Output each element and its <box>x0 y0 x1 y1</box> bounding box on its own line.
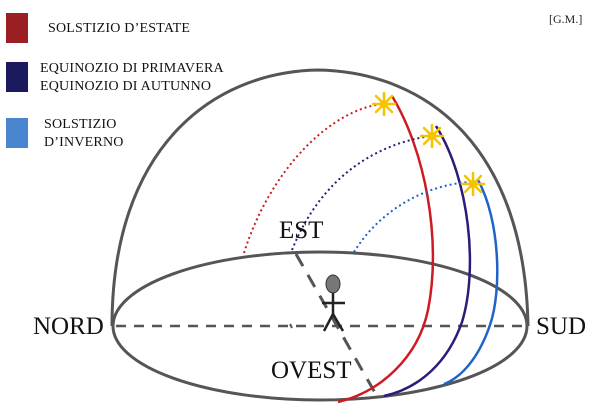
dome-outline <box>110 68 530 327</box>
author-credit: [G.M.] <box>549 12 583 26</box>
sun-icon <box>419 123 445 149</box>
sun-icon <box>371 91 397 117</box>
winter-path-dotted <box>353 181 471 253</box>
legend-swatch-winter-solstice <box>6 118 28 148</box>
legend-label-winter-solstice: SOLSTIZIO D’INVERNO <box>44 117 124 150</box>
sun-icon <box>460 171 486 197</box>
equinox-path-dotted <box>291 135 431 251</box>
legend-label-summer-solstice: SOLSTIZIO D’ESTATE <box>48 21 191 36</box>
legend-swatch-equinox <box>6 62 28 92</box>
equinox-path-solid <box>383 125 472 398</box>
summer-path-dotted <box>243 103 383 254</box>
summer-path-solid <box>337 95 435 404</box>
horizon-ellipse <box>111 250 529 402</box>
legend-label-equinox: EQUINOZIO DI PRIMAVERA EQUINOZIO DI AUTU… <box>40 61 224 94</box>
axis-tick <box>289 323 293 329</box>
east-label: EST <box>279 217 323 244</box>
west-label: OVEST <box>271 357 352 384</box>
winter-path-solid <box>443 179 499 386</box>
east-west-axis <box>294 253 380 399</box>
observer-figure-icon <box>322 274 345 332</box>
north-label: NORD <box>33 313 104 340</box>
legend-swatch-summer-solstice <box>6 13 28 43</box>
south-label: SUD <box>536 313 586 340</box>
